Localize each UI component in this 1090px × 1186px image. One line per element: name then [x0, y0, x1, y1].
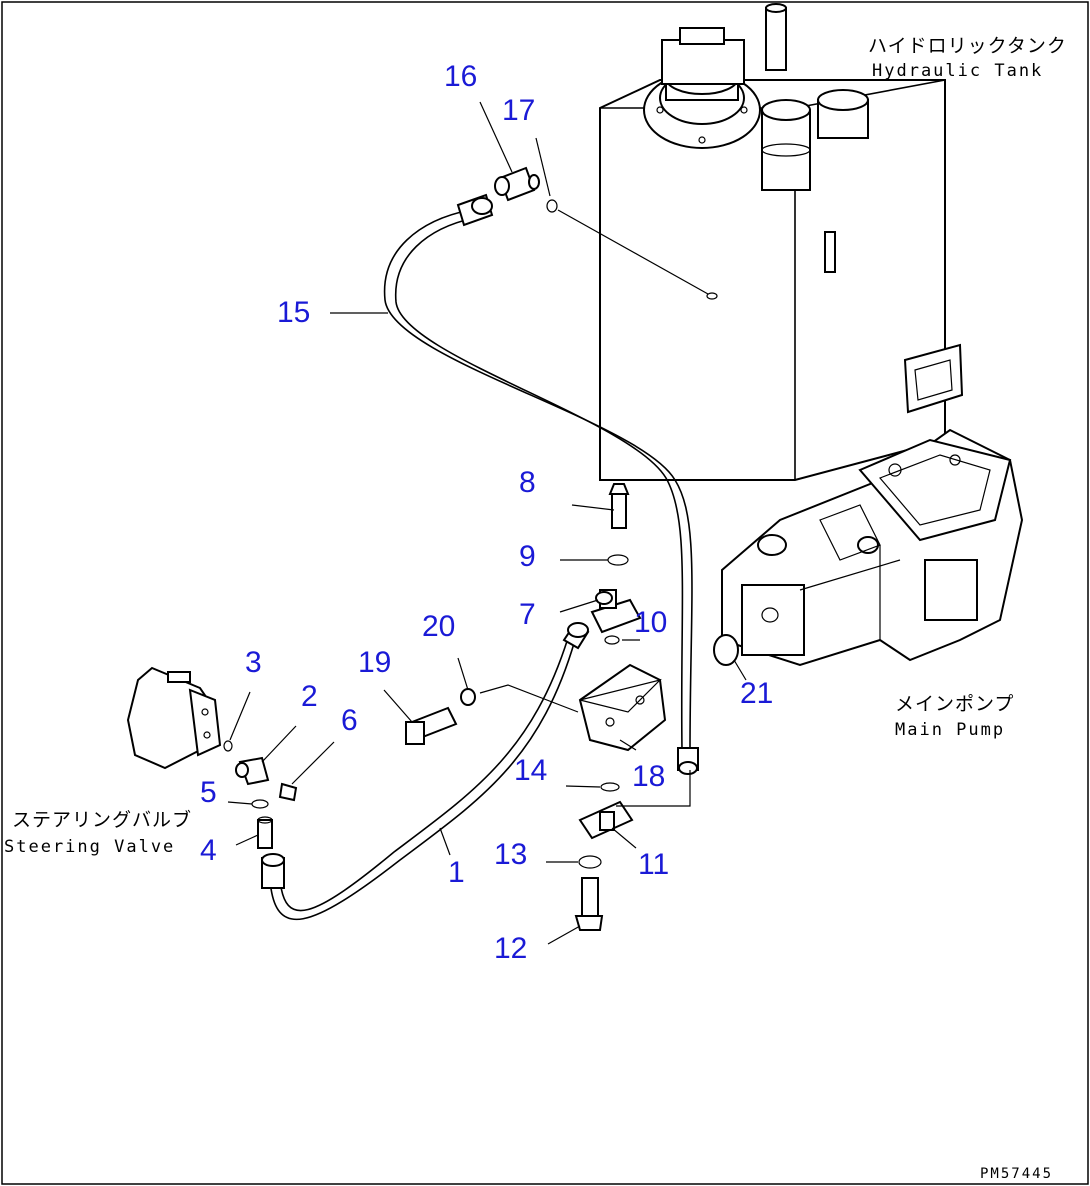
- callout-4: 4: [200, 834, 217, 867]
- callout-19: 19: [358, 646, 391, 679]
- callout-11: 11: [638, 848, 669, 881]
- callout-3: 3: [245, 646, 262, 679]
- callout-16: 16: [444, 60, 477, 93]
- hydraulic-tank: [599, 3, 964, 481]
- callout-10: 10: [634, 606, 667, 639]
- steering-valve: [126, 666, 233, 770]
- callout-21: 21: [740, 677, 773, 710]
- callout-9: 9: [519, 540, 536, 573]
- adapter-16: [494, 166, 709, 295]
- fittings-2-6: [235, 756, 298, 849]
- label-hydraulic-tank-jp: ハイドロリックタンク: [868, 35, 1067, 57]
- callout-5: 5: [200, 776, 217, 809]
- o-ring-21: [713, 634, 739, 666]
- label-hydraulic-tank-en: Hydraulic Tank: [872, 61, 1043, 81]
- label-steering-valve-en: Steering Valve: [4, 837, 175, 857]
- leader-lines: [227, 101, 747, 945]
- callout-12: 12: [494, 932, 527, 965]
- callout-2: 2: [301, 680, 318, 713]
- callout-7: 7: [519, 598, 536, 631]
- flange-7: [590, 483, 642, 645]
- flange-11: [574, 782, 691, 931]
- callout-13: 13: [494, 838, 527, 871]
- hose-15: [383, 193, 699, 800]
- callout-8: 8: [519, 466, 536, 499]
- callout-18: 18: [632, 760, 665, 793]
- callout-17: 17: [502, 94, 535, 127]
- callout-20: 20: [422, 610, 455, 643]
- callout-6: 6: [341, 704, 358, 737]
- callout-15: 15: [277, 296, 310, 329]
- main-pump: [721, 428, 1024, 667]
- label-main-pump-en: Main Pump: [895, 720, 1005, 740]
- drawing-code: PM57445: [980, 1166, 1053, 1182]
- callout-1: 1: [448, 856, 465, 889]
- label-main-pump-jp: メインポンプ: [895, 693, 1014, 715]
- hose-1: [261, 622, 590, 921]
- callout-14: 14: [514, 754, 547, 787]
- gear-pump-18: [405, 663, 667, 752]
- label-steering-valve-jp: ステアリングバルブ: [12, 808, 192, 831]
